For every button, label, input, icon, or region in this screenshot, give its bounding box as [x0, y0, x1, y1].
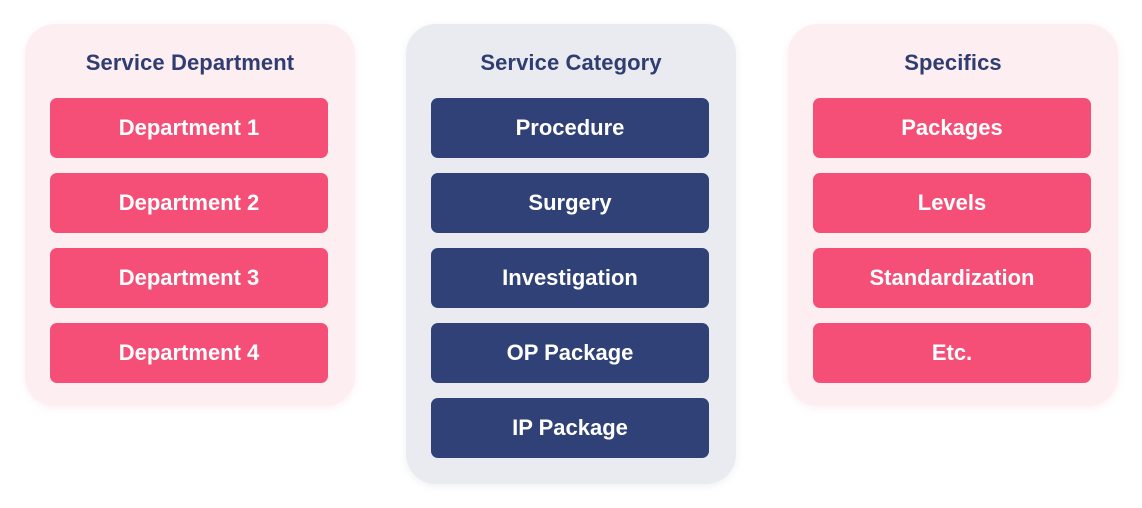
levels-box: Levels	[813, 173, 1091, 233]
investigation-box: Investigation	[431, 248, 709, 308]
service-department-panel: Service Department Department 1 Departme…	[25, 24, 355, 406]
procedure-box: Procedure	[431, 98, 709, 158]
ip-package-box: IP Package	[431, 398, 709, 458]
service-category-list: Procedure Surgery Investigation OP Packa…	[431, 98, 709, 458]
specifics-title: Specifics	[904, 50, 1002, 75]
specifics-panel: Specifics Packages Levels Standardizatio…	[788, 24, 1118, 406]
service-category-panel: Service Category Procedure Surgery Inves…	[406, 24, 736, 484]
department-4-box: Department 4	[50, 323, 328, 383]
service-department-title: Service Department	[85, 50, 295, 75]
department-1-box: Department 1	[50, 98, 328, 158]
department-2-box: Department 2	[50, 173, 328, 233]
surgery-box: Surgery	[431, 173, 709, 233]
department-3-box: Department 3	[50, 248, 328, 308]
service-department-list: Department 1 Department 2 Department 3 D…	[50, 98, 328, 383]
specifics-list: Packages Levels Standardization Etc.	[813, 98, 1091, 383]
op-package-box: OP Package	[431, 323, 709, 383]
service-category-title: Service Category	[480, 50, 662, 75]
packages-box: Packages	[813, 98, 1091, 158]
etc-box: Etc.	[813, 323, 1091, 383]
standardization-box: Standardization	[813, 248, 1091, 308]
